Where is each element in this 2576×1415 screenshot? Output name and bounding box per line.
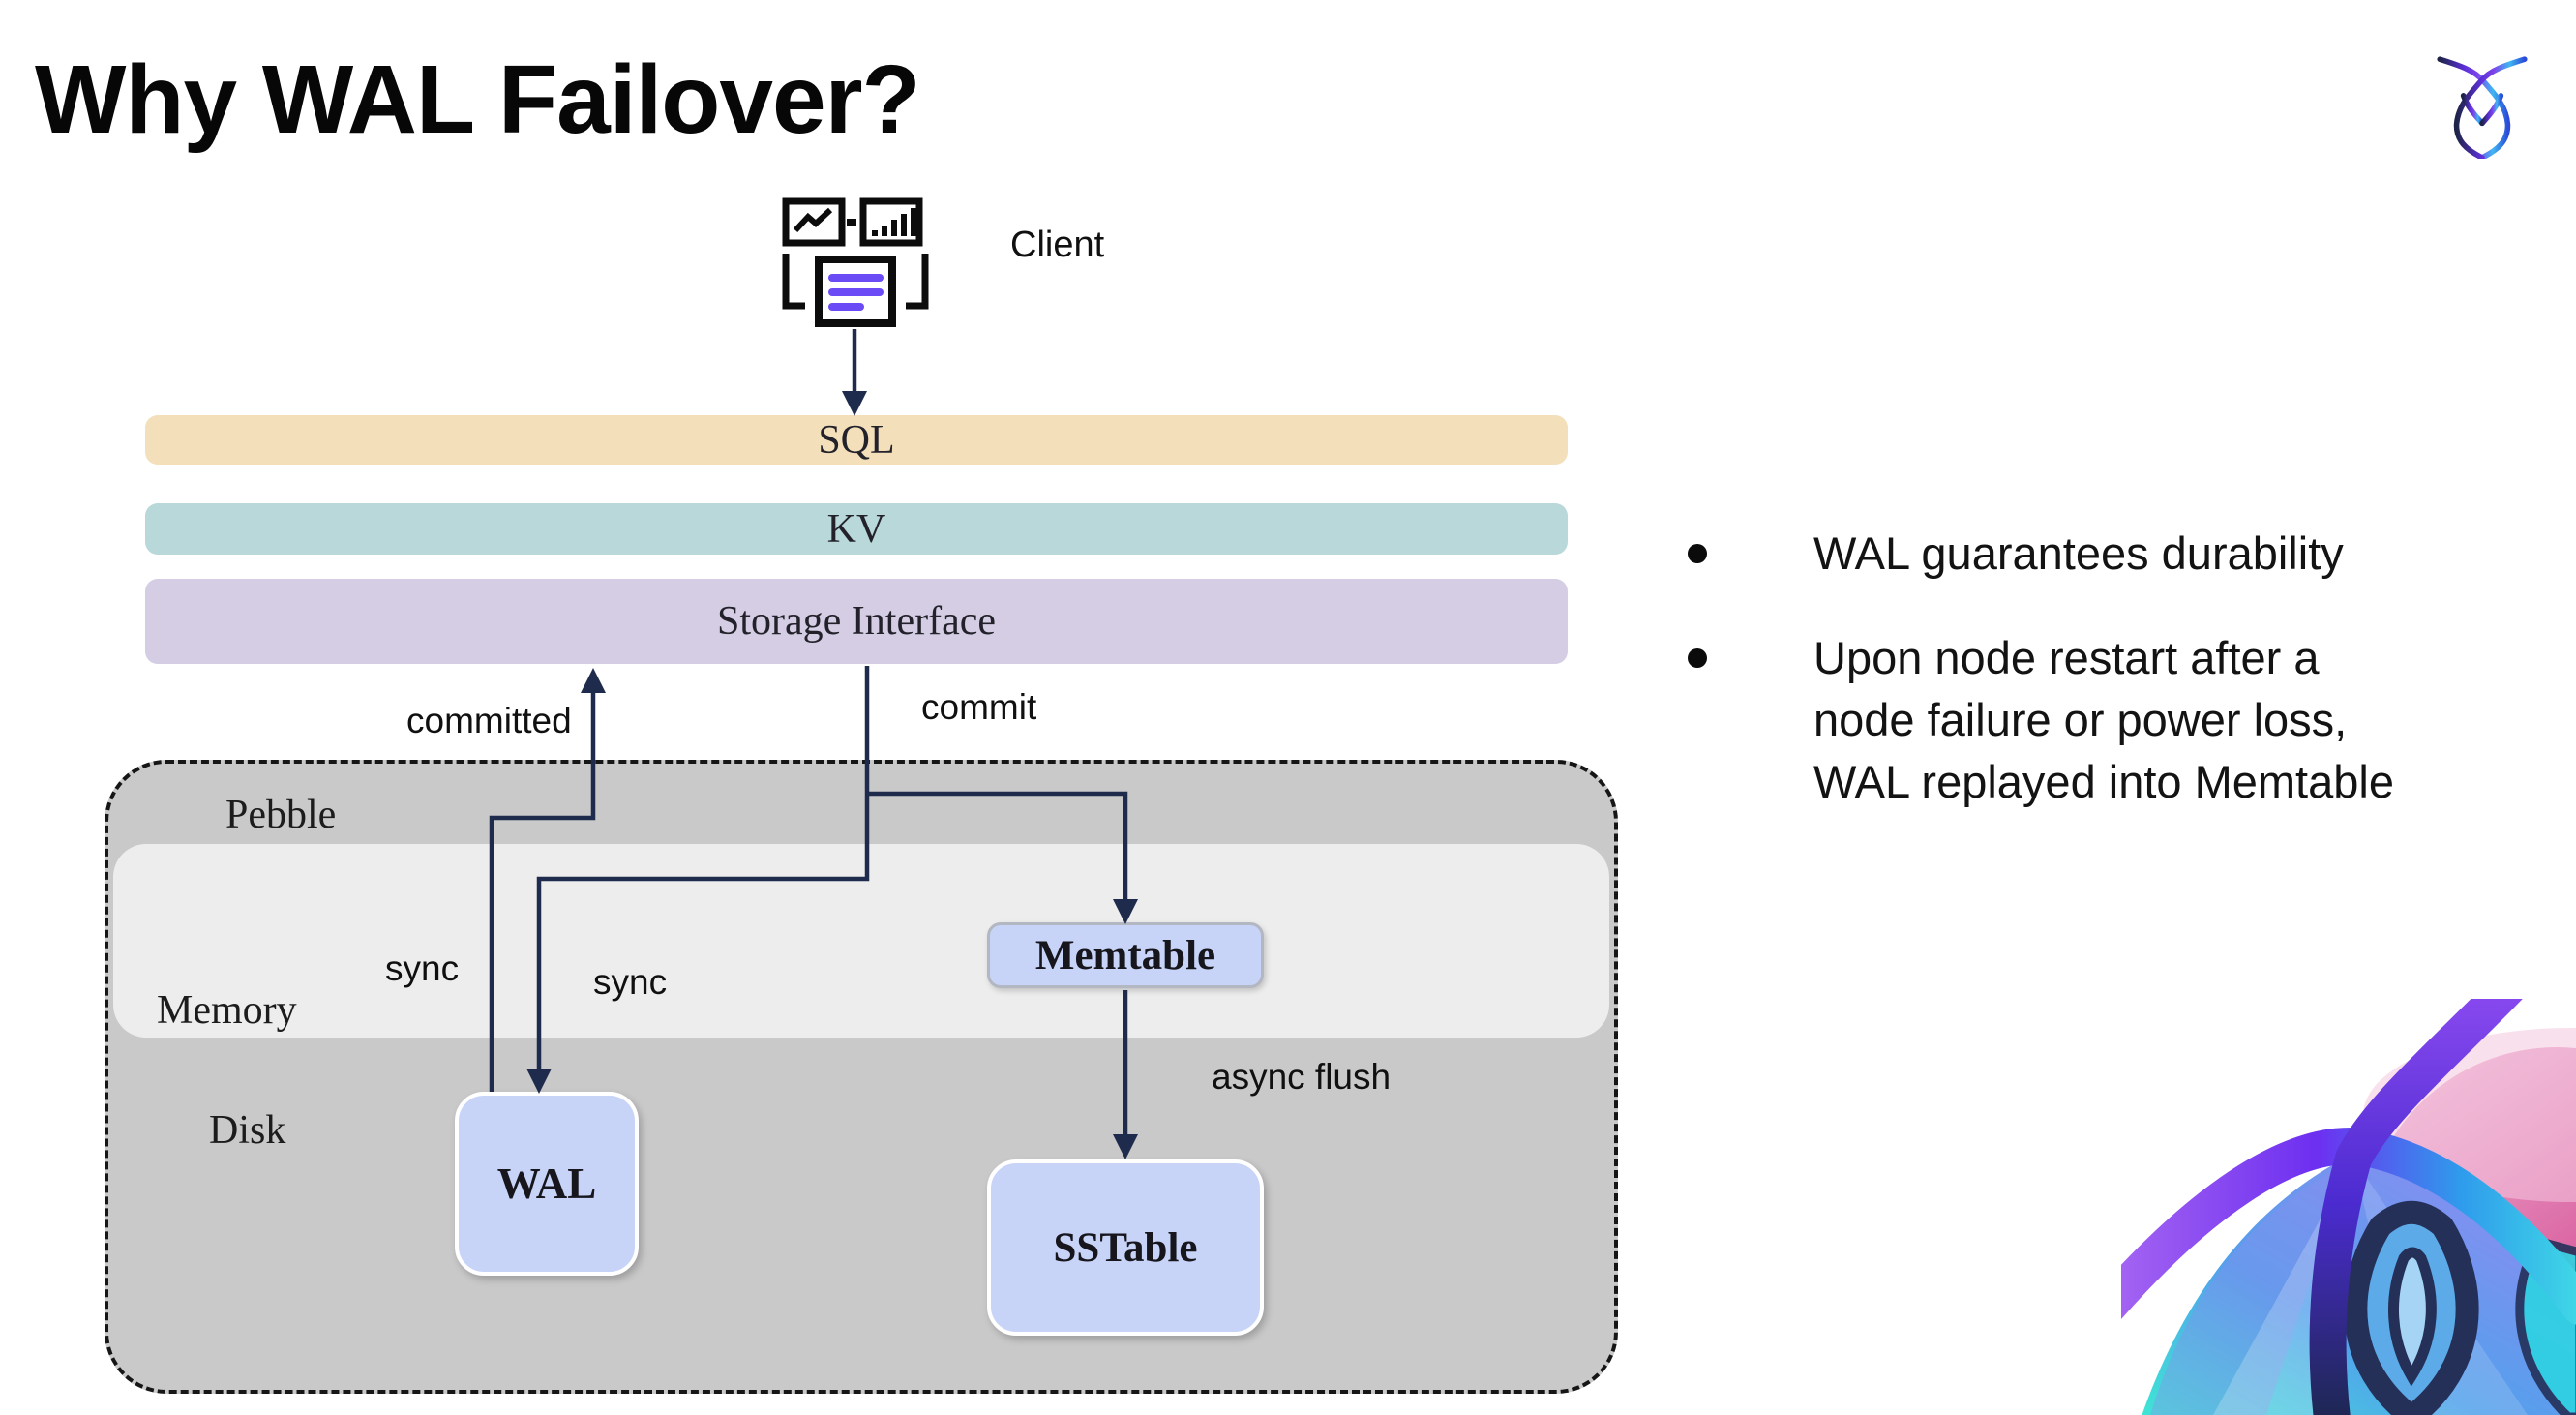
- layer-label-kv: KV: [826, 506, 886, 552]
- edge-label-commit: commit: [921, 687, 1037, 727]
- bullet-text-line: WAL replayed into Memtable: [1813, 756, 2394, 807]
- dash-connector: [847, 219, 856, 226]
- layer-label-storage-interface: Storage Interface: [717, 599, 996, 644]
- arrowhead-into-storage: [581, 668, 606, 693]
- node-sstable: SSTable: [987, 1159, 1264, 1336]
- edge-label-sync-left: sync: [385, 948, 460, 988]
- client-workstation-icon: [782, 197, 929, 327]
- memory-label: Memory: [157, 988, 297, 1033]
- memory-band: [113, 844, 1609, 1038]
- bullet-item-2: Upon node restart after a node failure o…: [1684, 627, 2535, 813]
- cockroachdb-logo-icon: [2437, 56, 2528, 159]
- node-label-memtable: Memtable: [1034, 932, 1216, 978]
- bullet-list: WAL guarantees durability Upon node rest…: [1684, 523, 2535, 813]
- node-memtable: Memtable: [987, 922, 1264, 988]
- disk-label: Disk: [209, 1108, 286, 1153]
- bullet-marker: [1688, 544, 1707, 563]
- bullet-item-1: WAL guarantees durability: [1684, 523, 2535, 585]
- bullet-text: WAL guarantees durability: [1813, 527, 2344, 579]
- pebble-label: Pebble: [225, 793, 337, 837]
- layer-label-sql: SQL: [818, 417, 895, 463]
- node-label-wal: WAL: [496, 1159, 597, 1208]
- edge-label-sync-right: sync: [593, 962, 668, 1002]
- bullet-marker: [1688, 648, 1707, 668]
- edge-label-async-flush: async flush: [1212, 1057, 1392, 1097]
- node-label-sstable: SSTable: [1053, 1224, 1198, 1271]
- bullet-text-line: node failure or power loss,: [1813, 694, 2348, 745]
- layer-bar-kv: KV: [145, 503, 1568, 555]
- layer-bar-sql: SQL: [145, 415, 1568, 465]
- arrowhead-into-sql: [842, 391, 867, 416]
- node-wal: WAL: [455, 1092, 639, 1276]
- cockroach-brand-graphic: [2121, 999, 2576, 1415]
- bullet-text-line: Upon node restart after a: [1813, 632, 2320, 683]
- edge-label-committed: committed: [406, 701, 572, 740]
- page-title: Why WAL Failover?: [35, 45, 921, 154]
- client-label: Client: [1010, 225, 1105, 265]
- layer-bar-storage-interface: Storage Interface: [145, 579, 1568, 664]
